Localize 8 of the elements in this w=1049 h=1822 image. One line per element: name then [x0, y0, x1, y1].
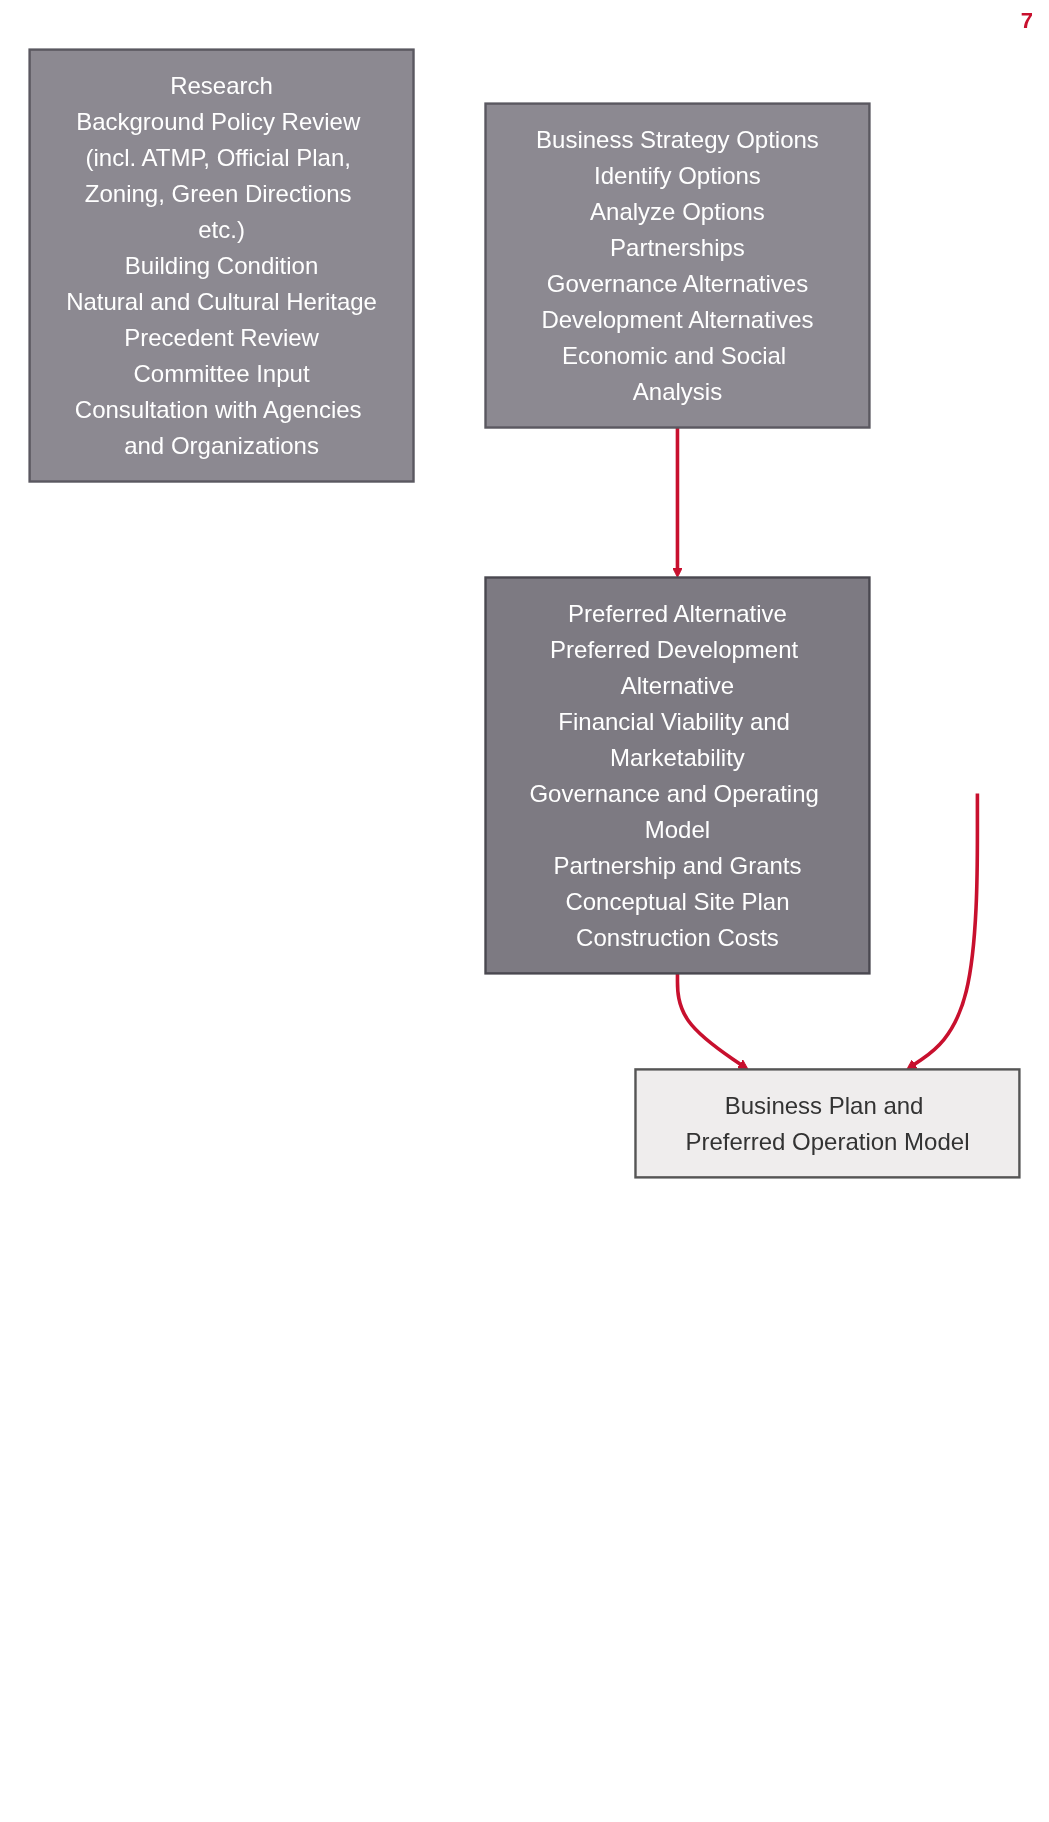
arrow: [675, 973, 749, 1070]
node-box: Preferred Alternative Preferred Development Alternative Financial Viability and Marketability Governance and Operating Model Partnership and Grants Conceptual Site Plan Construction Costs: [484, 576, 871, 975]
arrow: [906, 793, 980, 1070]
arrow: [672, 427, 683, 578]
node-box: Business Strategy Options Identify Options Analyze Options Partnerships Governance Alternatives Development Alternatives Economic and Social Analysis: [484, 102, 871, 429]
page-number: 7: [1020, 8, 1033, 34]
node-box: Research Background Policy Review (incl. ATMP, Official Plan, Zoning, Green Directions etc.) Building Condition Natural and Cultural Heritage Precedent Review Committee Input Consultation with Agencies and Organizations: [28, 48, 415, 483]
node-box: Business Plan and Preferred Operation Model: [634, 1068, 1021, 1179]
